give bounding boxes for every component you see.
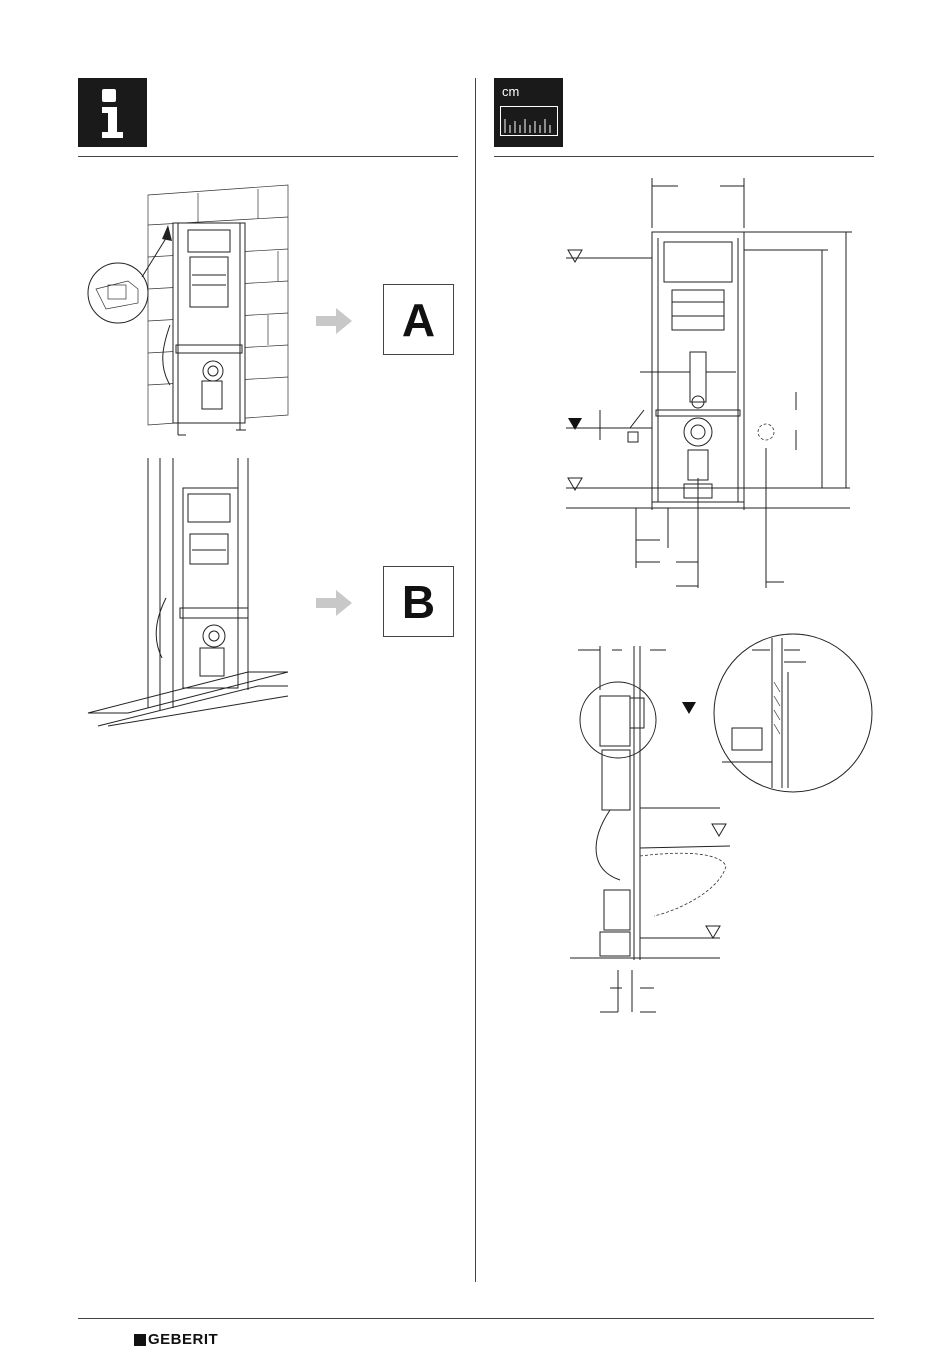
option-b-box: B xyxy=(383,566,454,637)
footer-rule xyxy=(78,1318,874,1319)
brand-name: GEBERIT xyxy=(148,1331,218,1348)
side-view-dimension-drawing xyxy=(570,640,730,1020)
arrow-right-icon xyxy=(316,308,352,334)
section-rule-left xyxy=(78,156,458,157)
geberit-logo: GEBERIT xyxy=(134,1331,218,1348)
unit-label: cm xyxy=(502,84,519,99)
arrow-right-icon xyxy=(316,590,352,616)
section-rule-right xyxy=(494,156,874,157)
ruler-icon xyxy=(500,106,558,136)
front-view-dimension-drawing xyxy=(560,178,860,598)
measurement-icon: cm xyxy=(494,78,563,147)
detail-zoom-drawing xyxy=(712,632,874,794)
option-a-box: A xyxy=(383,284,454,355)
frame-wall-illustration xyxy=(78,185,288,445)
info-icon xyxy=(78,78,147,147)
logo-square-icon xyxy=(134,1334,146,1346)
column-divider xyxy=(475,78,476,1282)
frame-profile-illustration xyxy=(88,458,288,728)
